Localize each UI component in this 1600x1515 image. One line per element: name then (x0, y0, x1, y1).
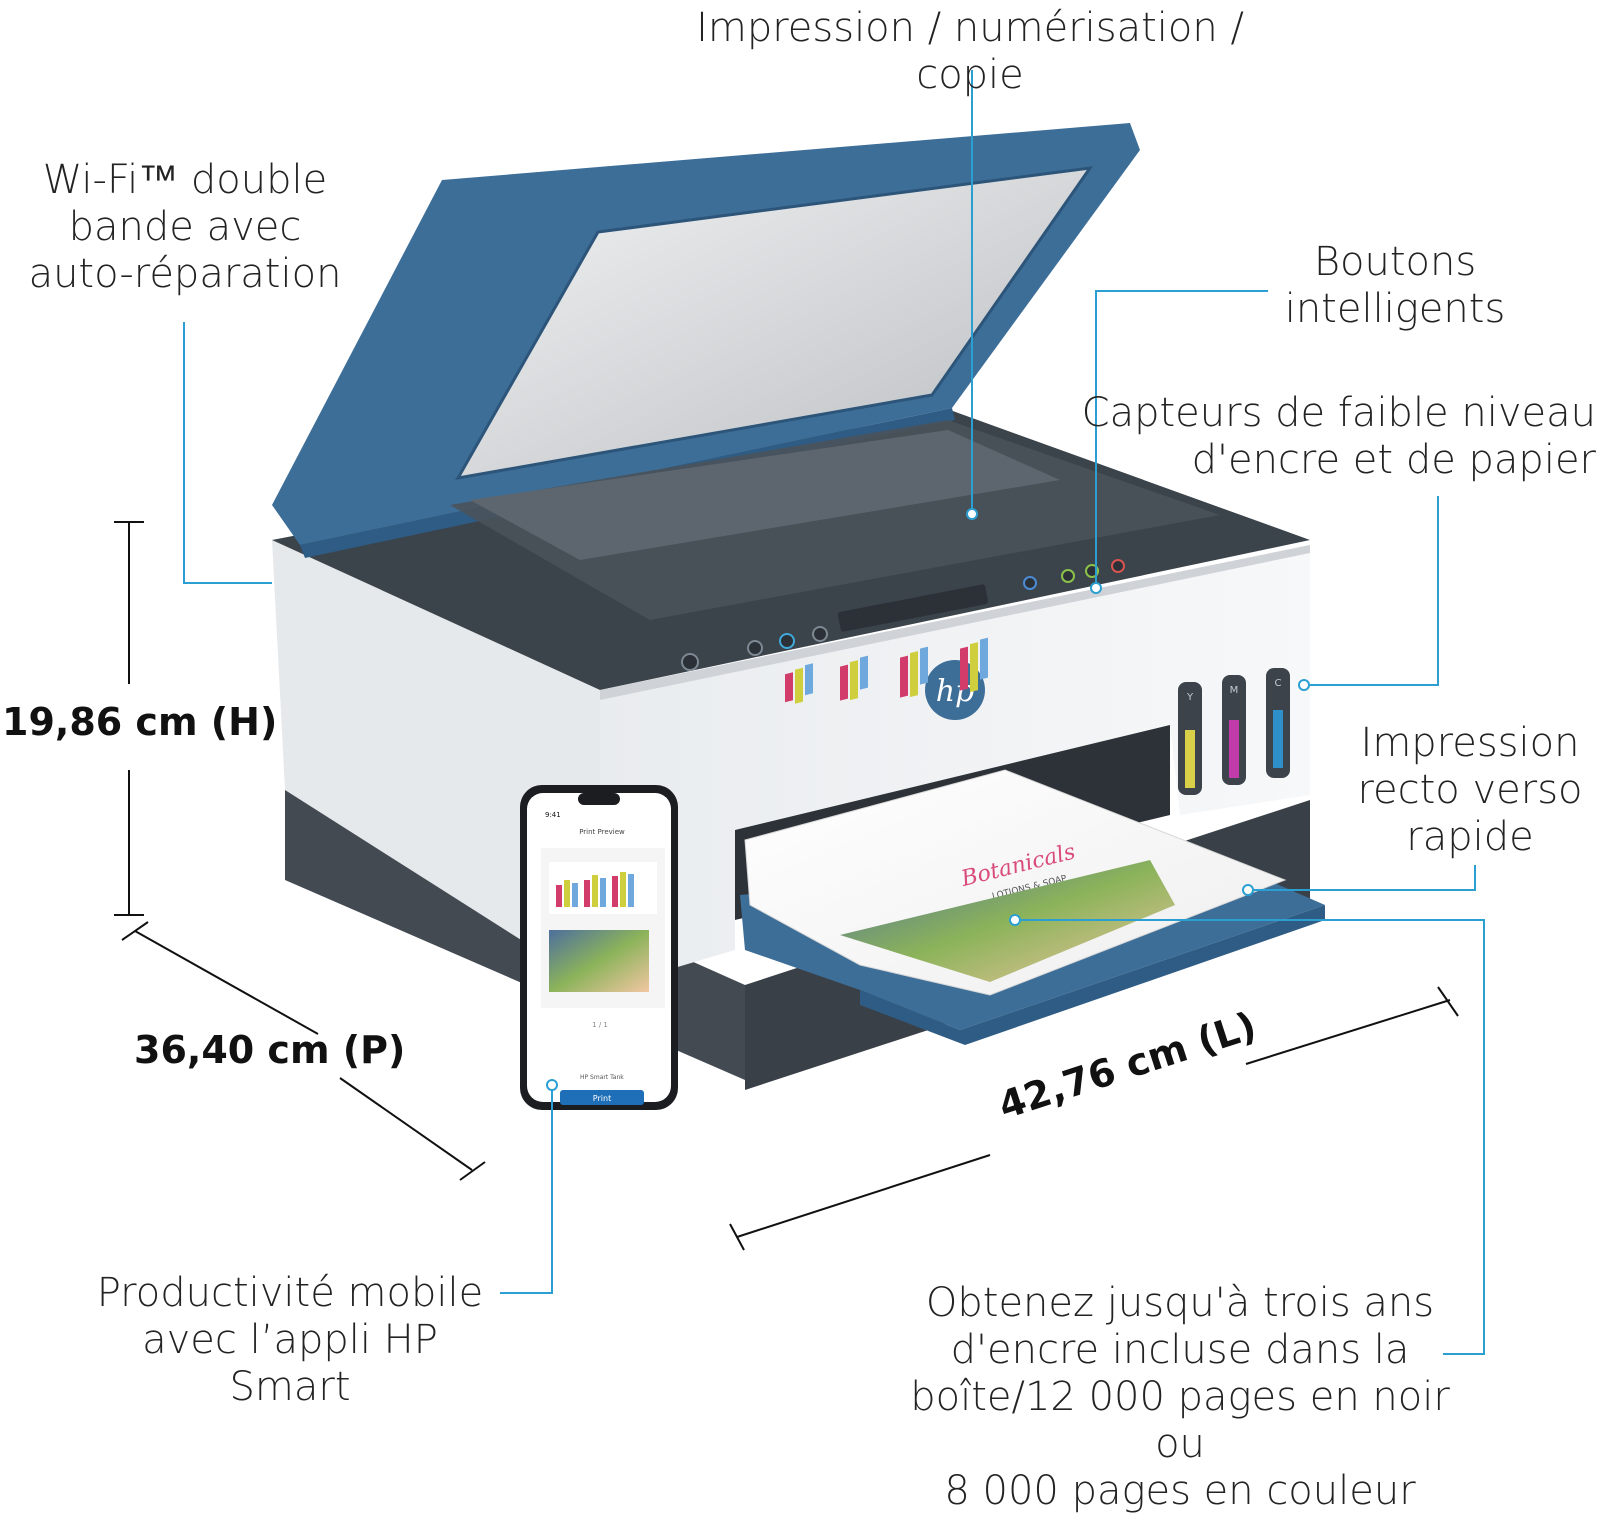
power-button (681, 653, 699, 671)
panel-button (779, 633, 795, 649)
dimension-height: 19,86 cm (H) (2, 700, 278, 744)
callout-lines (183, 70, 1485, 1355)
feature-smart-buttons: Boutons intelligents (1284, 239, 1506, 332)
feature-wifi: Wi-Fi™ double bande avec auto-réparation (28, 157, 342, 297)
panel-button (812, 626, 828, 642)
feature-ink: Obtenez jusqu'à trois ans d'encre inclus… (910, 1280, 1450, 1514)
scanner-lid-glass (455, 166, 1094, 481)
smart-button (1061, 569, 1075, 583)
ink-tanks (1178, 668, 1290, 795)
svg-text:hp: hp (936, 674, 975, 709)
product-infographic: hp Y M C (2, 5, 1596, 1514)
dimension-lines (114, 521, 1459, 1251)
dimension-depth: 36,40 cm (P) (134, 1028, 406, 1072)
phone-page-count: 1 / 1 (592, 1021, 608, 1029)
callout-dots (546, 508, 1310, 1091)
feature-mobile: Productivité mobile avec l’appli HP Smar… (96, 1270, 484, 1410)
printer-illustration: hp Y M C (114, 70, 1485, 1355)
smartphone: Print 9:41 Print Preview 1 / 1 HP Smart … (520, 785, 678, 1110)
page-photo (840, 860, 1175, 982)
phone-print-button: Print (593, 1094, 611, 1103)
feature-duplex: Impression recto verso rapide (1357, 720, 1583, 860)
panel-button (747, 640, 763, 656)
feature-print-scan-copy: Impression / numérisation / copie (696, 5, 1244, 98)
phone-printer-name: HP Smart Tank (580, 1074, 624, 1081)
page-bar-chart (785, 637, 988, 704)
smart-button (1111, 559, 1125, 573)
feature-sensors: Capteurs de faible niveau d'encre et de … (1081, 390, 1596, 483)
tank-label: Y (1186, 692, 1194, 703)
display-panel (837, 584, 989, 632)
smart-button (1023, 576, 1037, 590)
tank-label: M (1230, 685, 1239, 696)
phone-screen-title: Print Preview (579, 828, 625, 836)
phone-time: 9:41 (545, 811, 561, 819)
tank-label: C (1275, 678, 1282, 689)
printed-page: Botanicals LOTIONS & SOAP (744, 637, 1287, 996)
